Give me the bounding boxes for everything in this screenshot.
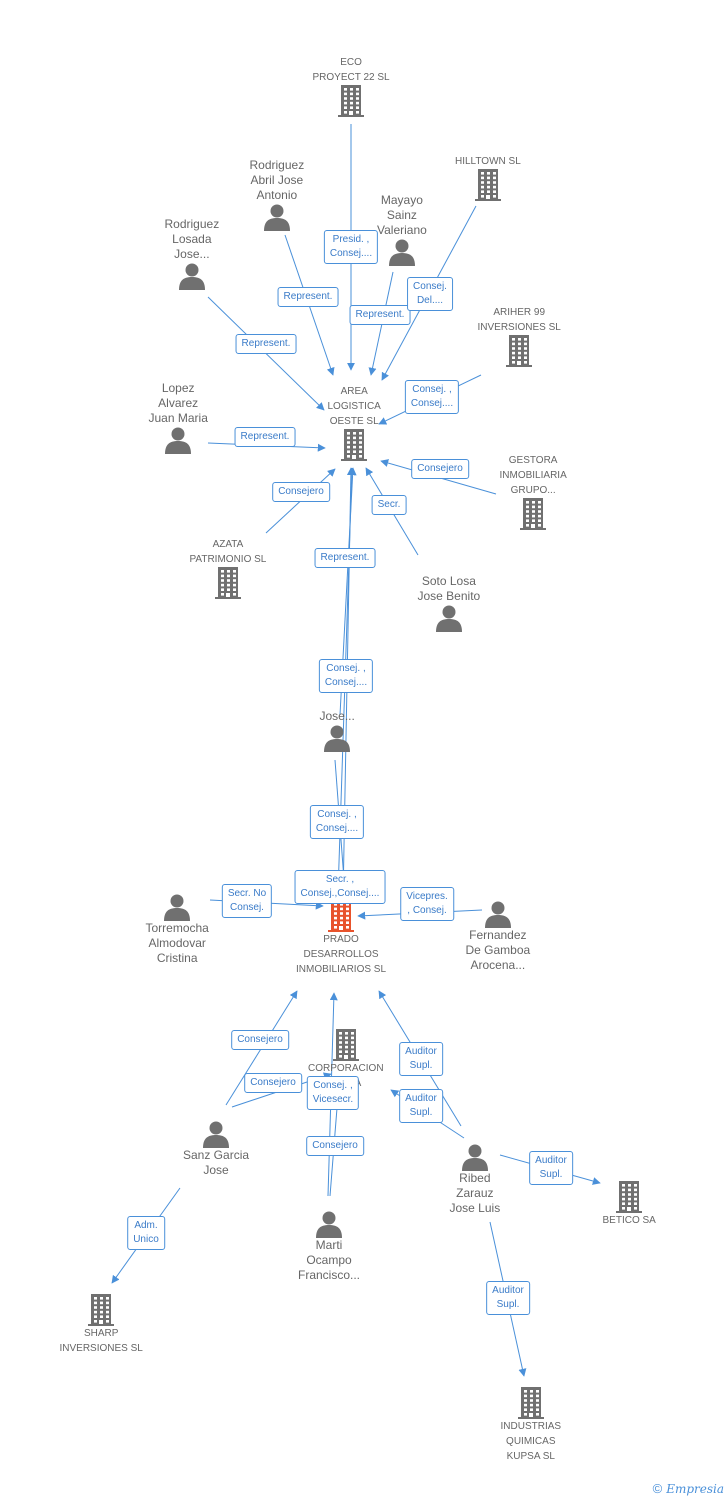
node-fernandez[interactable]: Fernandez De Gamboa Arocena... bbox=[465, 900, 531, 973]
building-icon[interactable] bbox=[328, 900, 355, 932]
edge-label[interactable]: Represent. bbox=[314, 548, 376, 568]
node-rodriguez_losada[interactable]: Rodriguez Losada Jose... bbox=[164, 217, 220, 290]
person-icon[interactable] bbox=[163, 893, 191, 921]
node-gestora[interactable]: GESTORA INMOBILIARIA GRUPO... bbox=[500, 453, 567, 530]
node-ariher[interactable]: ARIHER 99 INVERSIONES SL bbox=[478, 305, 561, 367]
edge-label[interactable]: Secr. , Consej.,Consej.... bbox=[294, 870, 386, 904]
edge-label[interactable]: Presid. , Consej.... bbox=[323, 230, 379, 264]
edge-label[interactable]: Vicepres. , Consej. bbox=[400, 887, 454, 921]
node-azata[interactable]: AZATA PATRIMONIO SL bbox=[189, 537, 267, 599]
node-industrias[interactable]: INDUSTRIAS QUIMICAS KUPSA SL bbox=[500, 1387, 562, 1464]
node-label: AZATA PATRIMONIO SL bbox=[189, 539, 267, 565]
node-rodriguez_abril[interactable]: Rodriguez Abril Jose Antonio bbox=[249, 158, 305, 231]
node-label: Soto Losa Jose Benito bbox=[417, 574, 481, 603]
building-icon[interactable] bbox=[517, 1387, 544, 1419]
node-label: Sanz Garcia Jose bbox=[183, 1148, 250, 1177]
node-label: Torremocha Almodovar Cristina bbox=[145, 921, 209, 965]
building-icon[interactable] bbox=[214, 567, 241, 599]
edge-label[interactable]: Consejero bbox=[306, 1136, 364, 1156]
node-mayayo[interactable]: Mayayo Sainz Valeriano bbox=[377, 193, 427, 266]
person-icon[interactable] bbox=[164, 426, 192, 454]
node-label: Fernandez De Gamboa Arocena... bbox=[465, 928, 531, 972]
node-label: Lopez Alvarez Juan Maria bbox=[148, 381, 208, 425]
node-sharp[interactable]: SHARP INVERSIONES SL bbox=[60, 1294, 143, 1356]
person-icon[interactable] bbox=[263, 203, 291, 231]
node-label: Rodriguez Losada Jose... bbox=[164, 217, 220, 261]
node-eco[interactable]: ECO PROYECT 22 SL bbox=[313, 55, 390, 117]
node-label: Mayayo Sainz Valeriano bbox=[377, 193, 427, 237]
edge-label[interactable]: Represent. bbox=[234, 427, 296, 447]
node-label: ECO PROYECT 22 SL bbox=[312, 57, 390, 83]
edge-label[interactable]: Consej. , Vicesecr. bbox=[306, 1076, 360, 1110]
person-icon[interactable] bbox=[178, 262, 206, 290]
edge-label[interactable]: Consejero bbox=[272, 482, 330, 502]
edge-label[interactable]: Represent. bbox=[277, 287, 339, 307]
person-icon[interactable] bbox=[484, 900, 512, 928]
node-torremocha[interactable]: Torremocha Almodovar Cristina bbox=[146, 893, 209, 966]
edge-label[interactable]: Auditor Supl. bbox=[529, 1151, 573, 1185]
footer-brand[interactable]: © Empresia bbox=[653, 1481, 724, 1496]
person-icon[interactable] bbox=[461, 1143, 489, 1171]
node-label: ARIHER 99 INVERSIONES SL bbox=[477, 307, 561, 333]
node-label: Rodriguez Abril Jose Antonio bbox=[249, 158, 305, 202]
person-icon[interactable] bbox=[202, 1120, 230, 1148]
edge-label[interactable]: Auditor Supl. bbox=[399, 1042, 443, 1076]
person-icon[interactable] bbox=[315, 1210, 343, 1238]
edge-label[interactable]: Adm. Unico bbox=[127, 1216, 165, 1250]
building-icon[interactable] bbox=[338, 85, 365, 117]
node-label: HILLTOWN SL bbox=[455, 156, 521, 167]
building-icon[interactable] bbox=[341, 429, 368, 461]
node-label: AREA LOGISTICA OESTE SL bbox=[327, 386, 381, 427]
edge-label[interactable]: Consej. , Consej.... bbox=[309, 805, 365, 839]
edge-label[interactable]: Consej. , Consej.... bbox=[318, 659, 374, 693]
node-label: BETICO SA bbox=[602, 1215, 656, 1226]
node-prado[interactable]: PRADO DESARROLLOS INMOBILIARIOS SL bbox=[296, 900, 386, 977]
edge-label[interactable]: Represent. bbox=[235, 334, 297, 354]
node-label: GESTORA INMOBILIARIA GRUPO... bbox=[499, 455, 567, 496]
node-ribed[interactable]: Ribed Zarauz Jose Luis bbox=[449, 1143, 501, 1216]
edge-label[interactable]: Consejero bbox=[231, 1030, 289, 1050]
node-area[interactable]: AREA LOGISTICA OESTE SL bbox=[328, 384, 381, 461]
building-icon[interactable] bbox=[332, 1029, 359, 1061]
node-label: Jose... bbox=[319, 709, 355, 723]
node-betico[interactable]: BETICO SA bbox=[603, 1181, 656, 1228]
building-icon[interactable] bbox=[88, 1294, 115, 1326]
node-jose[interactable]: Jose... bbox=[320, 709, 355, 752]
person-icon[interactable] bbox=[435, 604, 463, 632]
node-hilltown[interactable]: HILLTOWN SL bbox=[455, 154, 521, 201]
building-icon[interactable] bbox=[616, 1181, 643, 1213]
edge-label[interactable]: Consejero bbox=[244, 1073, 302, 1093]
node-label: Ribed Zarauz Jose Luis bbox=[449, 1171, 501, 1215]
copyright-symbol: © bbox=[652, 1481, 663, 1496]
edge-label[interactable]: Represent. bbox=[349, 305, 411, 325]
person-icon[interactable] bbox=[323, 724, 351, 752]
building-icon[interactable] bbox=[506, 335, 533, 367]
edge-label[interactable]: Secr. No Consej. bbox=[221, 884, 273, 918]
edge-label[interactable]: Auditor Supl. bbox=[486, 1281, 530, 1315]
node-soto[interactable]: Soto Losa Jose Benito bbox=[417, 574, 481, 632]
edge-label[interactable]: Consej. , Consej.... bbox=[404, 380, 460, 414]
edge-label[interactable]: Auditor Supl. bbox=[399, 1089, 443, 1123]
edge-label[interactable]: Consej. Del.... bbox=[407, 277, 453, 311]
node-label: Marti Ocampo Francisco... bbox=[298, 1238, 361, 1282]
brand-logo: Empresia bbox=[666, 1481, 724, 1496]
node-label: PRADO DESARROLLOS INMOBILIARIOS SL bbox=[296, 934, 387, 975]
person-icon[interactable] bbox=[388, 238, 416, 266]
node-lopez[interactable]: Lopez Alvarez Juan Maria bbox=[149, 381, 208, 454]
node-label: INDUSTRIAS QUIMICAS KUPSA SL bbox=[500, 1421, 562, 1462]
node-marti[interactable]: Marti Ocampo Francisco... bbox=[298, 1210, 360, 1283]
node-sanz[interactable]: Sanz Garcia Jose bbox=[183, 1120, 249, 1178]
edge-label[interactable]: Consejero bbox=[411, 459, 469, 479]
node-label: SHARP INVERSIONES SL bbox=[59, 1328, 143, 1354]
building-icon[interactable] bbox=[520, 498, 547, 530]
building-icon[interactable] bbox=[474, 169, 501, 201]
edge-label[interactable]: Secr. bbox=[371, 495, 407, 515]
